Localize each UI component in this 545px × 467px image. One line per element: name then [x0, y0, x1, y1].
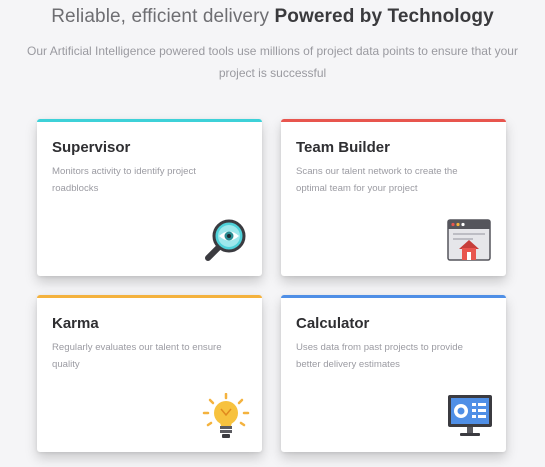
card-description-line-1: Scans our talent network to create the — [296, 166, 458, 177]
card-title: Supervisor — [52, 139, 131, 156]
card-description: Regularly evaluates our talent to ensure… — [52, 339, 247, 373]
page-subtitle: Our Artificial Intelligence powered tool… — [0, 40, 545, 84]
headline-light: Reliable, efficient delivery — [51, 6, 275, 27]
card-description: Monitors activity to identify project ro… — [52, 163, 247, 197]
card-description-line-2: quality — [52, 359, 80, 370]
page-headline: Reliable, efficient delivery Powered by … — [0, 6, 545, 28]
card-description-line-2: better delivery estimates — [296, 359, 400, 370]
card-accent-bar — [281, 295, 506, 298]
card-description-line-2: optimal team for your project — [296, 183, 418, 194]
subtitle-line-1: Our Artificial Intelligence powered tool… — [27, 44, 518, 58]
card-team-builder[interactable]: Team Builder Scans our talent network to… — [281, 119, 506, 276]
monitor-dashboard-icon — [448, 395, 492, 436]
card-accent-bar — [37, 295, 262, 298]
browser-home-icon — [447, 219, 491, 261]
card-description: Scans our talent network to create the o… — [296, 163, 491, 197]
card-supervisor[interactable]: Supervisor Monitors activity to identify… — [37, 119, 262, 276]
card-accent-bar — [281, 119, 506, 122]
card-title: Team Builder — [296, 139, 390, 156]
magnifier-eye-icon — [205, 219, 246, 261]
card-karma[interactable]: Karma Regularly evaluates our talent to … — [37, 295, 262, 452]
subtitle-line-2: project is successful — [218, 66, 327, 80]
lightbulb-icon — [202, 393, 250, 438]
card-description-line-1: Regularly evaluates our talent to ensure — [52, 342, 222, 353]
card-calculator[interactable]: Calculator Uses data from past projects … — [281, 295, 506, 452]
card-title: Karma — [52, 315, 99, 332]
card-description-line-2: roadblocks — [52, 183, 99, 194]
headline-bold: Powered by Technology — [274, 6, 494, 27]
card-accent-bar — [37, 119, 262, 122]
card-title: Calculator — [296, 315, 370, 332]
card-description-line-1: Uses data from past projects to provide — [296, 342, 463, 353]
card-description: Uses data from past projects to provide … — [296, 339, 491, 373]
card-description-line-1: Monitors activity to identify project — [52, 166, 196, 177]
